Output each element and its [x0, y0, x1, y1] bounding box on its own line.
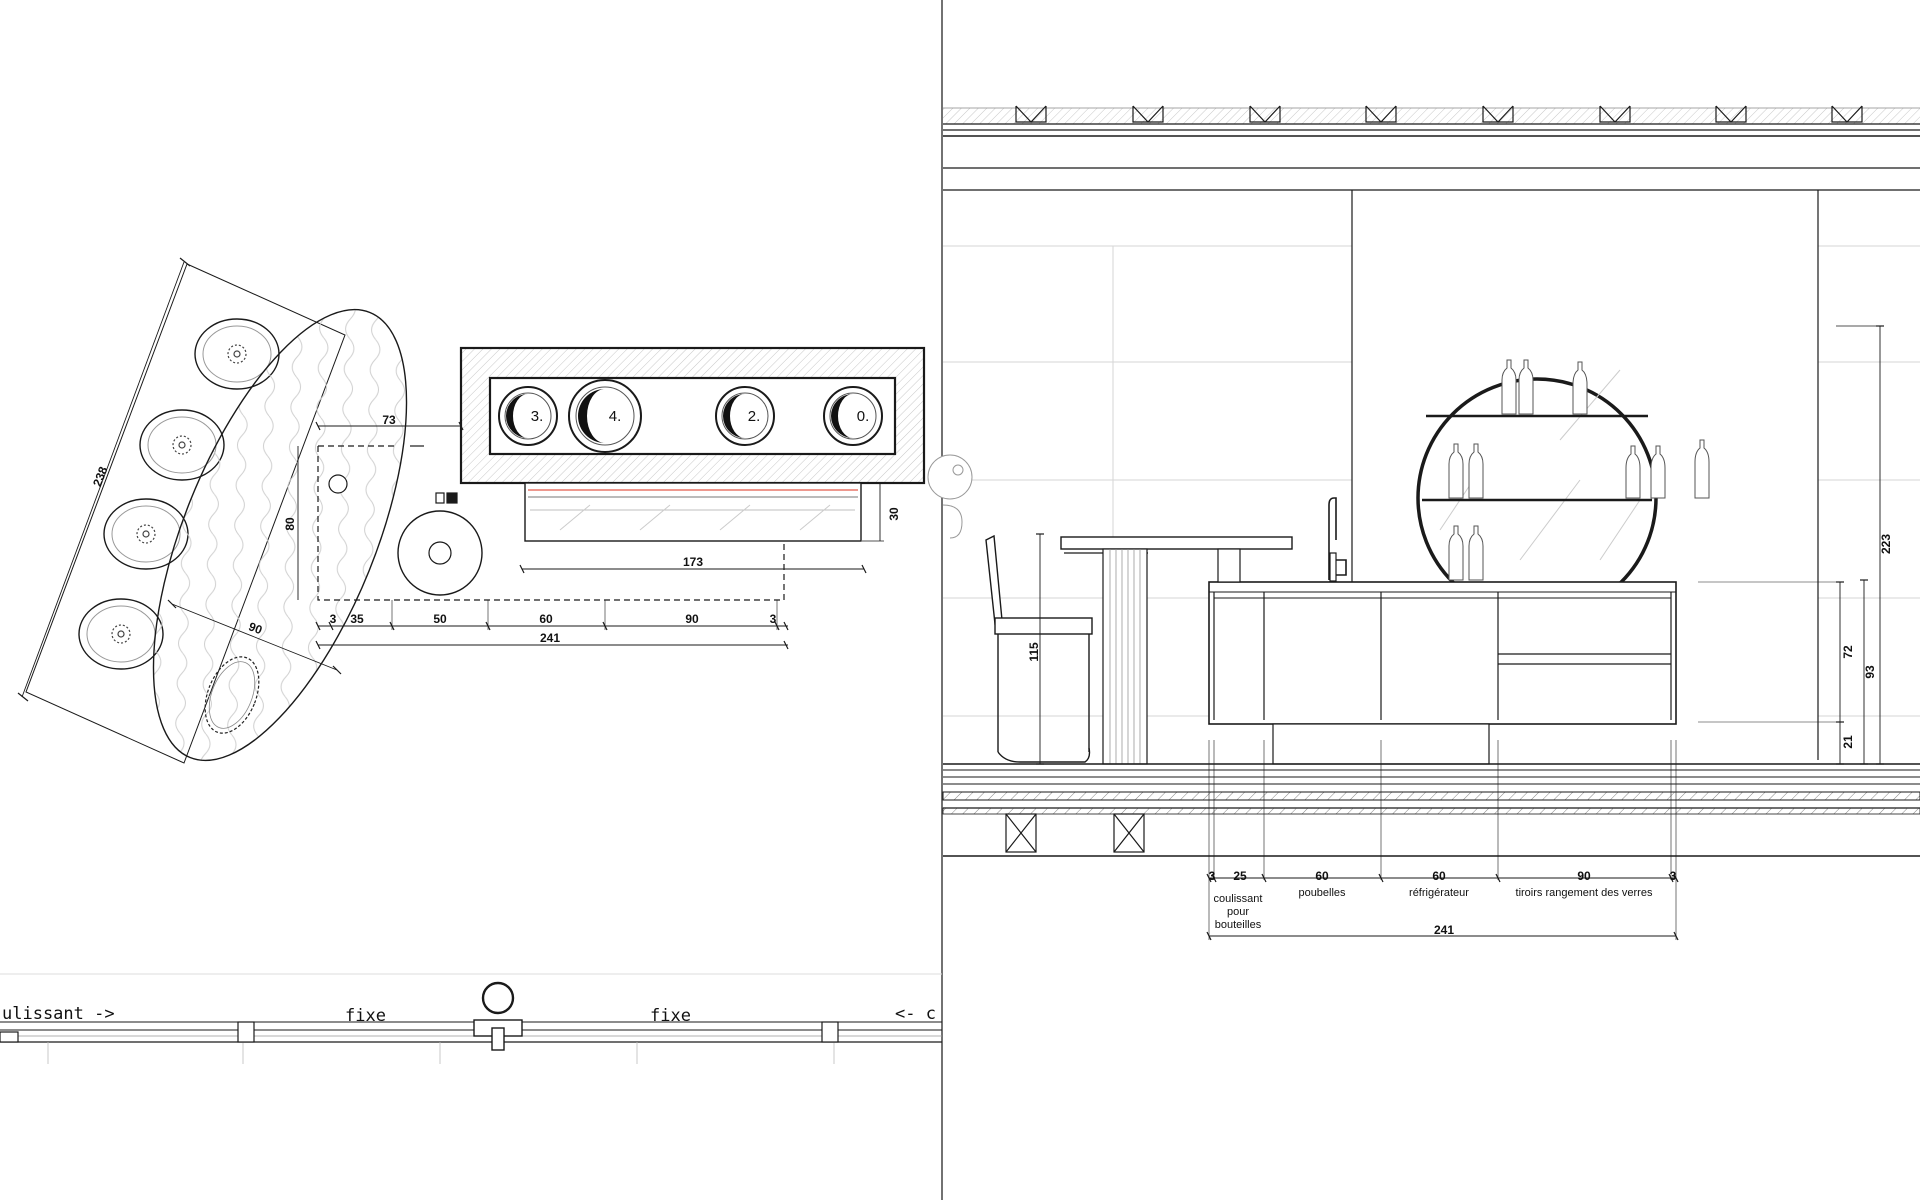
stool-2	[139, 409, 225, 481]
dim-s-60a: 60	[1315, 869, 1329, 883]
burner-label-3: 3.	[531, 408, 544, 425]
dim-s-60b: 60	[1432, 869, 1446, 883]
dim-seg-3a: 3	[330, 612, 337, 626]
burner-4	[568, 379, 642, 453]
plan-view	[0, 257, 942, 1064]
facade-label-fixe-1: fixe	[345, 1006, 386, 1026]
pullout-shelf	[524, 482, 862, 542]
dim-s-3b: 3	[1670, 869, 1677, 883]
dim-s-25: 25	[1233, 869, 1247, 883]
dim-height-93: 93	[1863, 665, 1877, 679]
dim-height-223: 223	[1879, 534, 1893, 554]
burner-3	[498, 386, 558, 446]
facade-label-right: <- c	[895, 1004, 936, 1024]
stool-4	[78, 598, 164, 670]
ceiling-joists	[1015, 105, 1863, 123]
dim-seg-60: 60	[539, 612, 553, 626]
label-tiroirs: tiroirs rangement des verres	[1516, 887, 1653, 899]
label-coulissant-2: pour	[1227, 906, 1249, 918]
dim-chair-115: 115	[1027, 642, 1041, 662]
label-refrigerateur: réfrigérateur	[1409, 887, 1469, 899]
dim-bench-width: 90	[247, 619, 265, 637]
dim-s-3a: 3	[1209, 869, 1216, 883]
dim-total-241-plan: 241	[540, 631, 560, 645]
bench-outline	[25, 263, 346, 764]
elevation-view	[927, 105, 1920, 941]
dim-seg-50: 50	[433, 612, 447, 626]
label-coulissant-3: bouteilles	[1215, 919, 1262, 931]
facade-label-fixe-2: fixe	[650, 1006, 691, 1026]
dim-height-30: 30	[887, 507, 901, 521]
island-elevation	[1208, 581, 1677, 725]
table-base	[204, 656, 260, 734]
burner-2	[715, 386, 775, 446]
dim-seg-3b: 3	[770, 612, 777, 626]
wall-lamp	[927, 454, 973, 539]
stool-3	[103, 498, 189, 570]
dim-bench-length: 238	[90, 464, 110, 488]
label-poubelles: poubelles	[1298, 887, 1346, 899]
label-coulissant-1: coulissant	[1214, 893, 1263, 905]
dim-width-173: 173	[683, 555, 703, 569]
burner-label-0: 0.	[857, 408, 870, 425]
faucet	[1328, 497, 1347, 580]
dim-depth-80: 80	[283, 517, 297, 531]
dim-seg-35: 35	[350, 612, 364, 626]
chair-elevation	[985, 534, 1093, 763]
bottles	[1448, 359, 1710, 581]
oval-table	[152, 308, 408, 762]
stool-1	[194, 318, 280, 390]
dim-total-241-elevation: 241	[1434, 923, 1454, 937]
dim-s-90: 90	[1577, 869, 1591, 883]
table-top-elevation	[1060, 536, 1293, 550]
dim-offset-73: 73	[382, 413, 396, 427]
burner-label-2: 2.	[748, 408, 761, 425]
dim-height-72: 72	[1841, 645, 1855, 659]
column-section	[481, 981, 515, 1015]
facade-label-left: ulissant ->	[2, 1004, 115, 1024]
dim-seg-90: 90	[685, 612, 699, 626]
burner-0	[823, 386, 883, 446]
dim-height-21: 21	[1841, 735, 1855, 749]
burner-label-4: 4.	[609, 408, 622, 425]
floor-joists	[1005, 813, 1145, 853]
plan-labels: 238 90 73 80 30 173 3 35 50 60 90 3 241 …	[2, 408, 936, 1026]
elevation-labels: 115 223 72 93 21 3 25 60 60 90 3 241 cou…	[1027, 534, 1893, 937]
